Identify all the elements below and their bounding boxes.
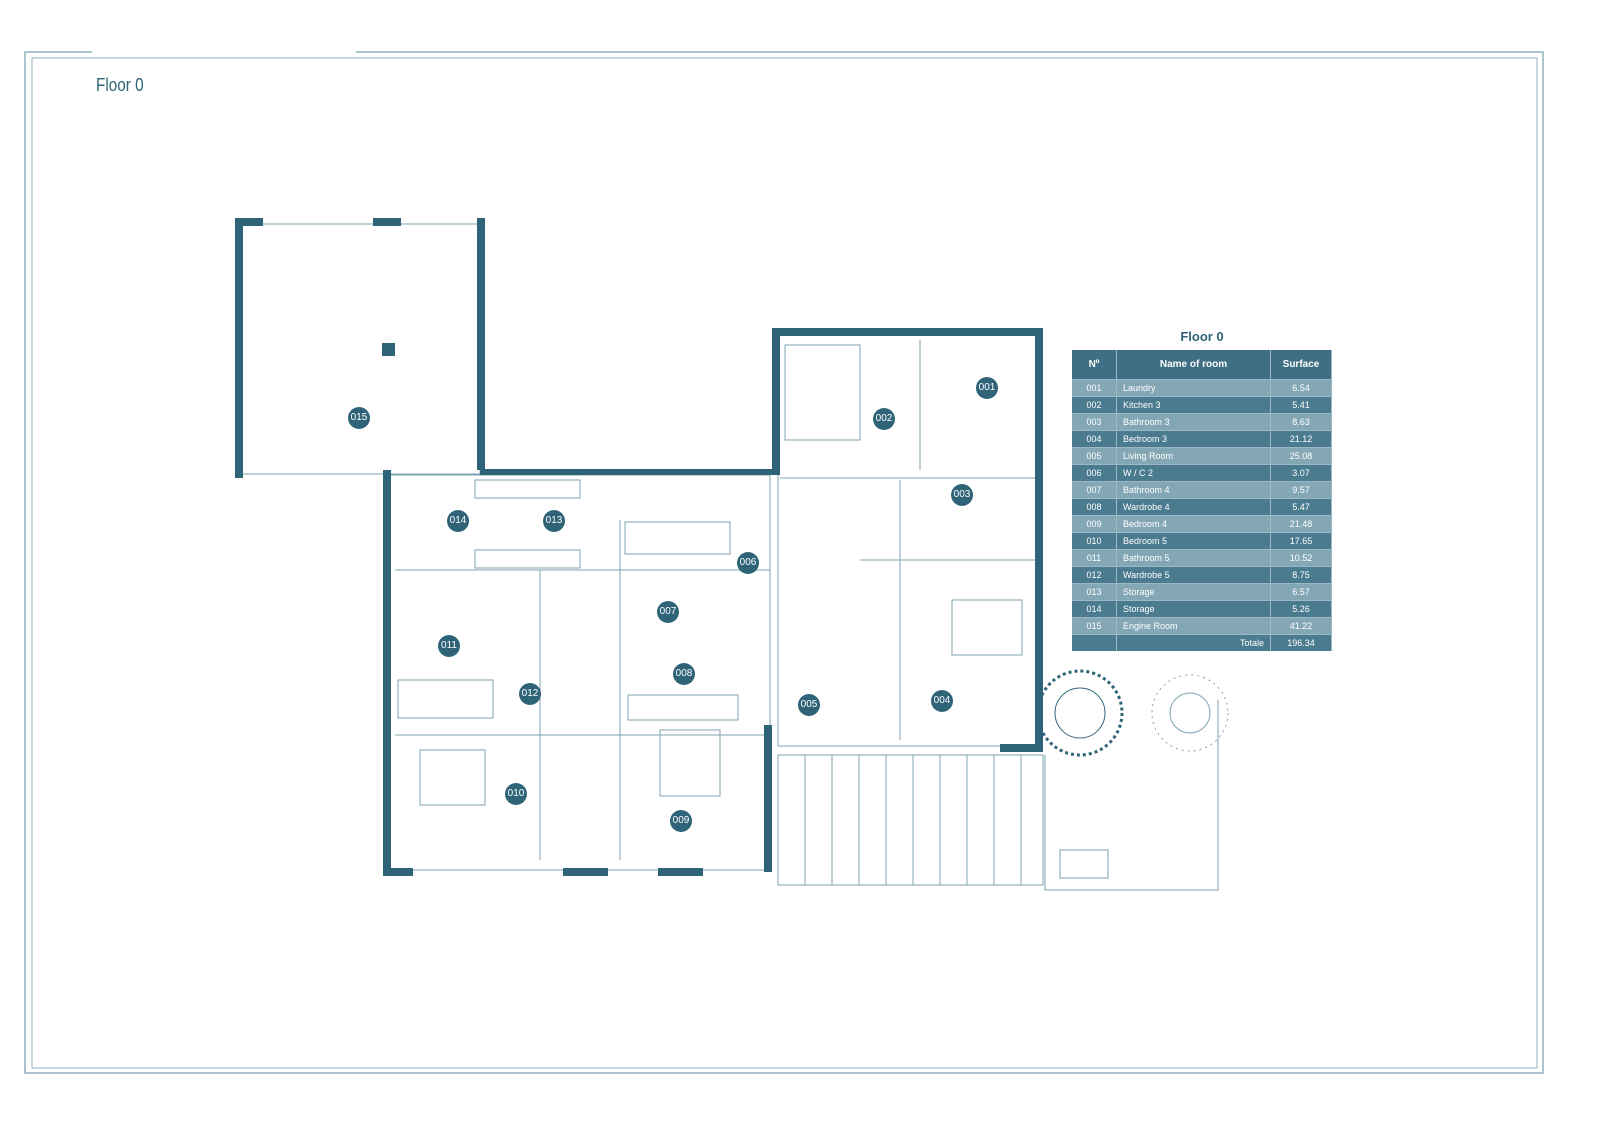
room-surface: 6.54 [1270, 379, 1332, 397]
room-name: Storage [1116, 600, 1271, 618]
room-name: Bedroom 3 [1116, 430, 1271, 448]
room-label-010: 010 [505, 783, 527, 805]
room-name: Laundry [1116, 379, 1271, 397]
room-label-003: 003 [951, 484, 973, 506]
room-name: Bedroom 4 [1116, 515, 1271, 533]
room-surface: 8.63 [1270, 413, 1332, 431]
room-surface: 3.07 [1270, 464, 1332, 482]
tree-icon [1036, 669, 1124, 757]
room-name: Engine Room [1116, 617, 1271, 635]
column [382, 343, 395, 356]
room-surface: 21.48 [1270, 515, 1332, 533]
room-number: 004 [1072, 430, 1117, 448]
room-label-007: 007 [657, 601, 679, 623]
room-surface: 25.08 [1270, 447, 1332, 465]
table-title: Floor 0 [1180, 329, 1224, 344]
room-number: 008 [1072, 498, 1117, 516]
room-number: 005 [1072, 447, 1117, 465]
room-name: Kitchen 3 [1116, 396, 1271, 414]
room-name: Wardrobe 5 [1116, 566, 1271, 584]
room-number: 013 [1072, 583, 1117, 601]
total-value: 196.34 [1270, 634, 1332, 651]
room-number: 007 [1072, 481, 1117, 499]
room-surface: 8.75 [1270, 566, 1332, 584]
room-surface: 5.47 [1270, 498, 1332, 516]
room-label-005: 005 [798, 694, 820, 716]
room-label-006: 006 [737, 552, 759, 574]
room-number: 010 [1072, 532, 1117, 550]
room-name: Bathroom 3 [1116, 413, 1271, 431]
plan-lines [239, 223, 1219, 891]
room-label-004: 004 [931, 690, 953, 712]
room-number: 002 [1072, 396, 1117, 414]
empty-cell [1072, 634, 1117, 651]
total-label: Totale [1116, 634, 1271, 651]
room-label-015: 015 [348, 407, 370, 429]
room-name: Bathroom 5 [1116, 549, 1271, 567]
room-number: 011 [1072, 549, 1117, 567]
room-surface: 6.57 [1270, 583, 1332, 601]
room-number: 001 [1072, 379, 1117, 397]
room-label-013: 013 [543, 510, 565, 532]
room-label-002: 002 [873, 408, 895, 430]
terrace [777, 700, 1219, 891]
room-name: Bedroom 5 [1116, 532, 1271, 550]
room-number: 014 [1072, 600, 1117, 618]
room-label-012: 012 [519, 683, 541, 705]
room-surface: 5.41 [1270, 396, 1332, 414]
room-surface: 41.22 [1270, 617, 1332, 635]
room-surface: 5.26 [1270, 600, 1332, 618]
page-frame [24, 51, 1544, 1074]
room-name: Bathroom 4 [1116, 481, 1271, 499]
room-surface: 9.57 [1270, 481, 1332, 499]
room-label-009: 009 [670, 810, 692, 832]
room-number: 012 [1072, 566, 1117, 584]
room-label-008: 008 [673, 663, 695, 685]
room-surface: 10.52 [1270, 549, 1332, 567]
room-name: Wardrobe 4 [1116, 498, 1271, 516]
room-surface: 17.65 [1270, 532, 1332, 550]
room-name: W / C 2 [1116, 464, 1271, 482]
room-number: 006 [1072, 464, 1117, 482]
header-surface: Surface [1270, 350, 1332, 380]
room-number: 003 [1072, 413, 1117, 431]
room-name: Storage [1116, 583, 1271, 601]
room-label-014: 014 [447, 510, 469, 532]
room-label-011: 011 [438, 635, 460, 657]
room-number: 009 [1072, 515, 1117, 533]
room-label-001: 001 [976, 377, 998, 399]
room-name: Living Room [1116, 447, 1271, 465]
tree-icon [1151, 674, 1229, 752]
room-surface: 21.12 [1270, 430, 1332, 448]
header-name: Name of room [1116, 350, 1271, 380]
room-number: 015 [1072, 617, 1117, 635]
walls [235, 218, 1043, 876]
page-title: Floor 0 [96, 75, 144, 95]
header-number: Nº [1072, 350, 1117, 380]
